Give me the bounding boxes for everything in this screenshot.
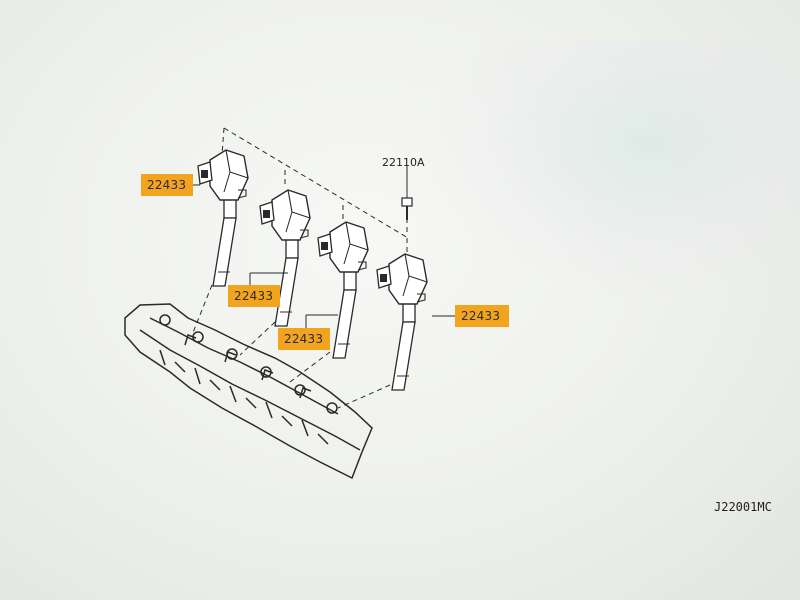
callout-coil-2: 22433 bbox=[228, 285, 280, 307]
assembly-guide-lines bbox=[191, 127, 409, 409]
cylinder-head bbox=[124, 303, 373, 480]
callout-coil-1: 22433 bbox=[141, 174, 193, 196]
figure-code: J22001MC bbox=[714, 500, 772, 514]
ignition-coil-4 bbox=[376, 253, 428, 391]
bolt-part-label: 22110A bbox=[382, 156, 425, 169]
ignition-coil-1 bbox=[197, 149, 249, 287]
callout-coil-4: 22433 bbox=[455, 305, 509, 327]
bolt-part bbox=[401, 170, 413, 220]
callout-coil-3: 22433 bbox=[278, 328, 330, 350]
callout-leaders bbox=[193, 166, 455, 328]
